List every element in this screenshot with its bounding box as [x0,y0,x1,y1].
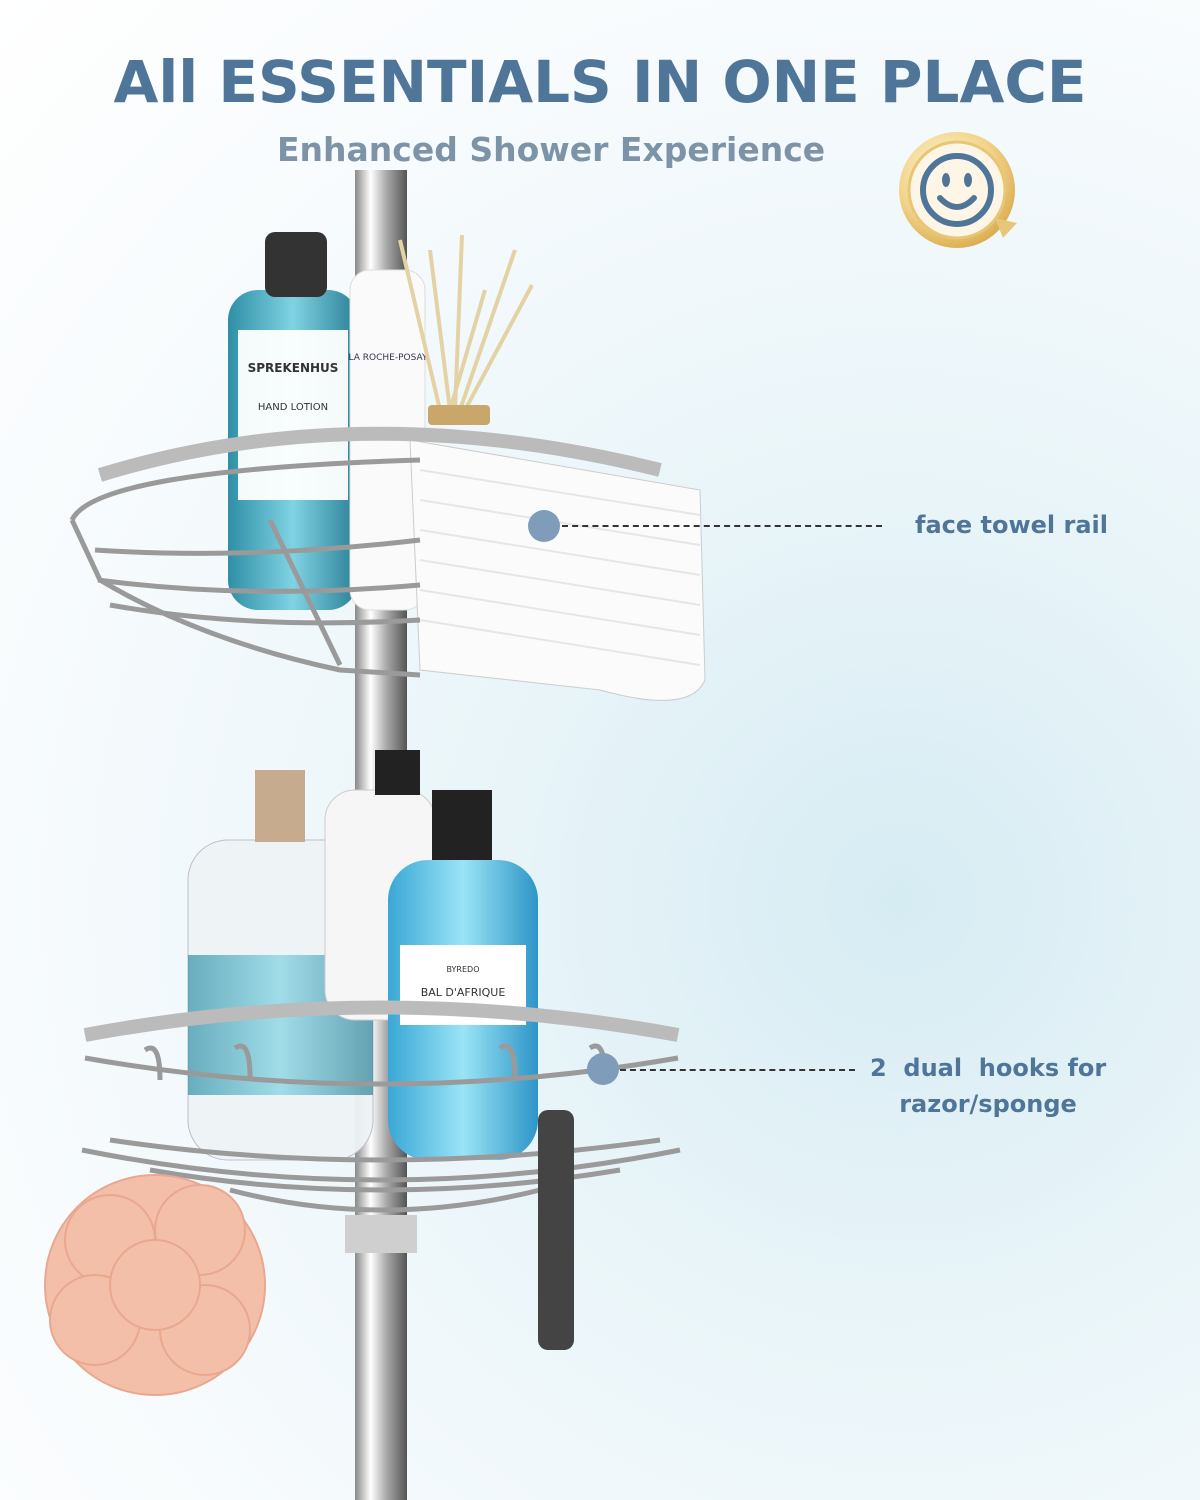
bottle1-product: HAND LOTION [258,402,328,413]
bottle3-brand: BYREDO [446,965,479,974]
face-towel [409,439,706,701]
top-basket [69,426,662,678]
smiley-icon [899,132,1017,248]
bottom-basket [81,1000,681,1213]
bottle-la-roche [349,269,426,611]
bottle-byredo [388,860,538,1160]
page-title: All ESSENTIALS IN ONE PLACE [113,48,1087,116]
callout-label-hooks: 2 dual hooks for razor/sponge [870,1050,1106,1122]
callout-marker-towel-rail [528,510,560,542]
bottle1-brand: SPREKENHUS [248,361,339,375]
callout-label-towel-rail: face towel rail [915,511,1108,539]
bottle-hand-lotion [228,290,358,610]
razor [538,1110,574,1350]
callout-hooks-line2: razor/sponge [899,1090,1077,1118]
bottle3-product: BAL D'AFRIQUE [421,986,506,999]
callout-marker-hooks [587,1053,619,1085]
pole [355,170,407,1500]
bottle2-brand: LA ROCHE-POSAY [349,353,428,363]
loofah-sponge [44,1174,266,1396]
callout-line-towel-rail [562,525,882,527]
callout-line-hooks [620,1069,855,1071]
callout-hooks-line1: 2 dual hooks for [870,1054,1107,1082]
page-subtitle: Enhanced Shower Experience [277,130,826,169]
reed-diffuser [398,234,534,411]
pole-collar [345,1215,417,1253]
bottle-glass-pump [187,839,374,1161]
